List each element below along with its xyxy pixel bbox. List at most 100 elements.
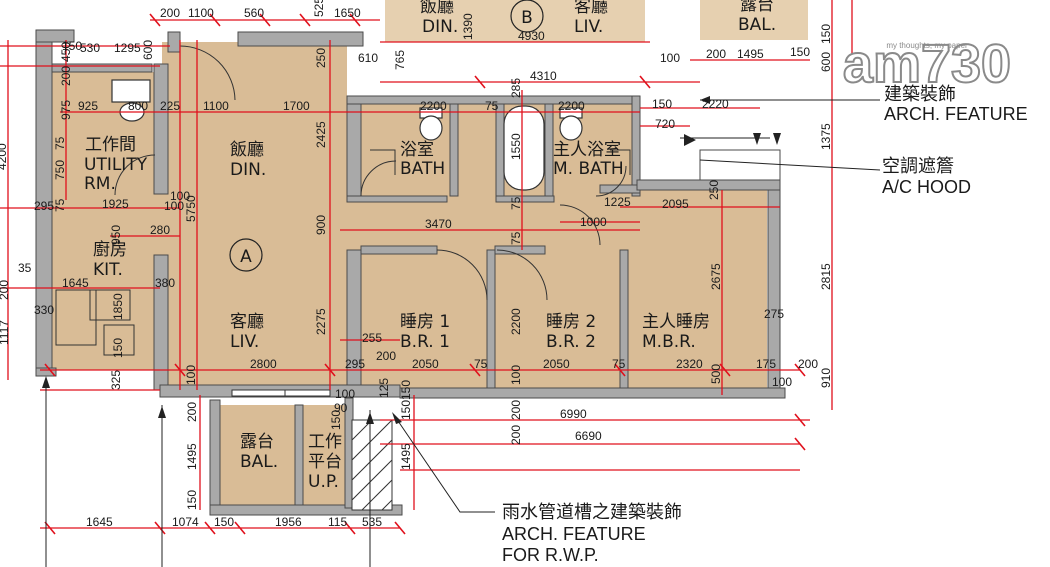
dim-label: 150 — [62, 39, 82, 53]
dim-label: 75 — [474, 357, 488, 371]
label-mbath-en: M. BATH — [553, 159, 624, 179]
dim-label: 75 — [509, 196, 523, 210]
dim-label: 255 — [362, 331, 382, 345]
watermark-tagline: my thoughts, my paper — [886, 41, 968, 50]
dim-label: 1700 — [283, 99, 310, 113]
dim-label: 125 — [377, 378, 391, 398]
dim-label: 2200 — [558, 99, 585, 113]
dim-label: 225 — [160, 99, 180, 113]
label-mbr-zh: 主人睡房 — [642, 312, 710, 332]
dim-label: 1645 — [86, 515, 113, 529]
dim-label: 330 — [34, 303, 54, 317]
dim-label: 525 — [312, 0, 326, 17]
dim-label: 950 — [109, 225, 123, 245]
dim-label: 115 — [328, 515, 347, 529]
dim-label: 3470 — [425, 217, 452, 231]
flat-marker-b-letter: B — [521, 8, 533, 28]
dim-label: 530 — [80, 41, 100, 55]
dim-label: 1117 — [0, 320, 11, 345]
dim-label: 925 — [78, 99, 98, 113]
dim-label: 1850 — [111, 293, 125, 320]
dim-label: 150 — [185, 490, 199, 510]
dim-label: 6690 — [575, 429, 602, 443]
reference-arrows — [42, 96, 781, 424]
dim-label: 150 — [652, 97, 672, 111]
dim-label: 150 — [111, 338, 125, 358]
dim-label: 325 — [109, 370, 123, 390]
label-din-en: DIN. — [230, 160, 266, 180]
label-utility-en2: RM. — [84, 174, 116, 194]
dim-label: 200 — [185, 402, 199, 422]
dim-label: 450 — [59, 42, 73, 62]
dim-label: 200 — [706, 47, 726, 61]
dim-label: 1100 — [188, 6, 214, 20]
dimension-labels: 200 1100 560 525 1650 1390 4930 610 765 … — [0, 0, 833, 529]
dim-label: 100 — [164, 199, 184, 213]
dim-label: 75 — [612, 357, 626, 371]
dim-label: 4930 — [518, 29, 545, 43]
label-mbr-en: M.B.R. — [642, 332, 696, 352]
dim-label: 600 — [141, 40, 155, 60]
dim-label: 100 — [660, 51, 680, 65]
dim-label: 150 — [819, 24, 833, 44]
label-din-top-en: DIN. — [422, 17, 458, 37]
dim-label: 100 — [772, 375, 792, 389]
dim-label: 75 — [53, 198, 67, 212]
callout-arch-feature-zh: 建築裝飾 — [884, 84, 956, 104]
flat-marker-a: A — [229, 238, 263, 272]
dim-label: 2050 — [543, 357, 570, 371]
dim-label: 2200 — [509, 308, 523, 335]
dim-label: 285 — [509, 78, 523, 98]
label-mbath-zh: 主人浴室 — [553, 140, 621, 160]
dim-label: 1390 — [461, 13, 475, 40]
dim-label: 900 — [314, 215, 328, 235]
dim-label: 6990 — [560, 407, 587, 421]
dim-label: 2050 — [412, 357, 439, 371]
dim-label: 975 — [59, 100, 73, 120]
dim-label: 800 — [128, 99, 148, 113]
dim-label: 2425 — [314, 121, 328, 148]
dim-label: 100 — [184, 365, 198, 385]
label-liv-top-en: LIV. — [574, 17, 603, 37]
dim-label: 1650 — [334, 6, 361, 20]
label-br2-en: B.R. 2 — [546, 332, 596, 352]
dim-label: 535 — [362, 515, 382, 529]
dim-label: 150 — [399, 380, 413, 400]
dim-label: 1495 — [185, 443, 199, 470]
dim-label: 1645 — [62, 276, 89, 290]
dim-label: 75 — [485, 99, 499, 113]
dim-label: 200 — [798, 357, 818, 371]
label-br2-zh: 睡房 2 — [546, 312, 596, 332]
dim-label: 1925 — [102, 197, 129, 211]
dim-label: 150 — [399, 400, 413, 420]
dim-label: 100 — [335, 387, 355, 401]
label-kit-zh: 廚房 — [93, 239, 127, 260]
dim-label: 295 — [34, 199, 54, 213]
dim-label: 1074 — [172, 515, 199, 529]
dim-label: 1100 — [203, 99, 229, 113]
label-liv-zh: 客廳 — [230, 312, 264, 332]
dim-label: 275 — [764, 307, 784, 321]
dim-label: 1000 — [580, 215, 607, 229]
callout-rwp-zh: 雨水管道槽之建築裝飾 — [502, 502, 682, 522]
dim-label: 75 — [509, 231, 523, 245]
dim-label: 200 — [59, 66, 73, 86]
dim-label: 75 — [53, 136, 67, 150]
dim-label: 1550 — [509, 133, 523, 160]
am730-watermark-logo: am730 my thoughts, my paper — [842, 33, 1012, 95]
dim-label: 4310 — [530, 69, 557, 83]
callout-ac-hood-en: A/C HOOD — [882, 177, 971, 197]
label-bal-zh: 露台 — [240, 432, 274, 452]
dim-label: 250 — [707, 180, 721, 200]
label-bath-zh: 浴室 — [400, 140, 434, 160]
label-up-zh2: 平台 — [308, 452, 342, 472]
dim-label: 380 — [155, 276, 175, 290]
label-bal-en: BAL. — [240, 452, 278, 472]
label-utility-zh: 工作間 — [85, 135, 136, 155]
dim-label: 100 — [509, 365, 523, 385]
dim-label: 910 — [819, 368, 833, 388]
dim-label: 2200 — [420, 99, 447, 113]
label-kit-en: KIT. — [93, 260, 123, 280]
label-up-en: U.P. — [308, 472, 339, 492]
